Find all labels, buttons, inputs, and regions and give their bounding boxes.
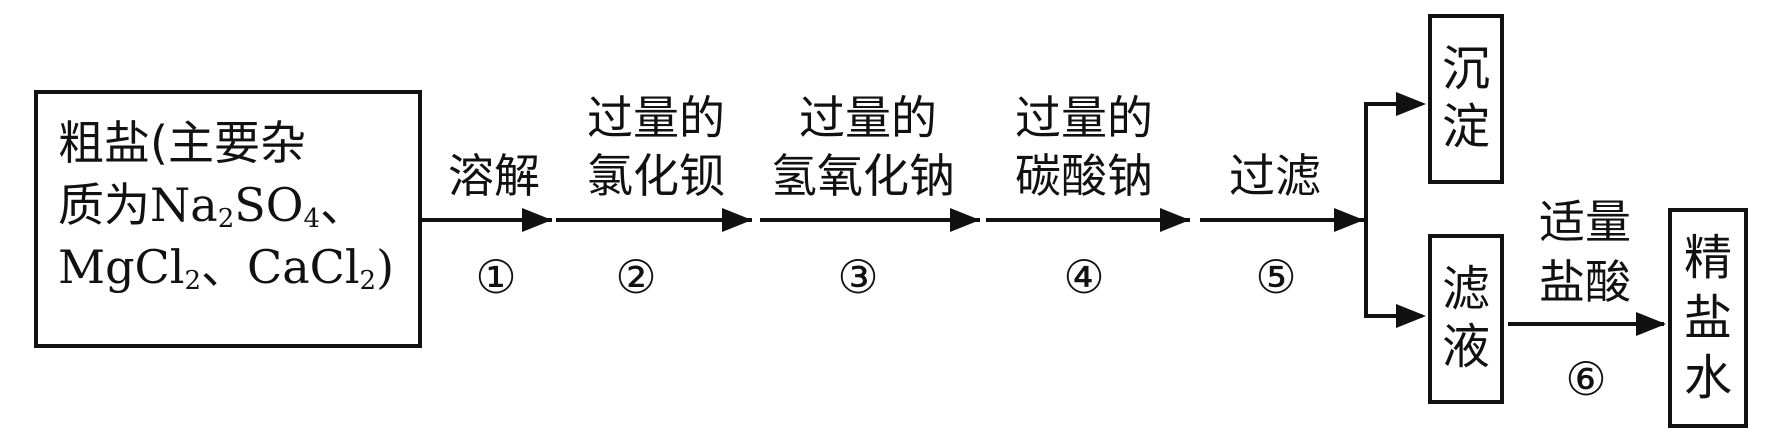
step-6-reagent: 盐酸	[1539, 255, 1631, 309]
precipitate-box	[1428, 14, 1504, 184]
filtrate-text: 滤 液	[1428, 260, 1504, 376]
filtrate-box	[1428, 234, 1504, 404]
filtrate-char-1: 滤	[1441, 261, 1490, 317]
precipitate-char-2: 淀	[1441, 99, 1490, 155]
arrow-head-filtrate	[1396, 304, 1426, 328]
chem-cacl: CaCl	[247, 240, 360, 294]
chem-na-sub: 2	[217, 204, 235, 234]
arrow-head-5	[1334, 208, 1364, 232]
chem-so-sub: 4	[303, 204, 321, 234]
crude-salt-line-1: 粗盐(主要杂	[58, 116, 306, 170]
chem-na: Na	[150, 178, 218, 232]
brine-char-1: 精	[1683, 230, 1732, 286]
crude-salt-line-2: 质为Na2SO4、	[58, 174, 394, 236]
step-3-amount: 过量的	[799, 91, 937, 145]
crude-salt-line-2-prefix: 质为	[58, 178, 150, 232]
precipitate-text: 沉 淀	[1428, 40, 1504, 156]
step-2-reagent: 氯化钡	[587, 149, 725, 203]
step-1-reagent: 溶解	[448, 149, 540, 203]
chem-mgcl-sub: 2	[184, 266, 202, 296]
brine-text: 精 盐 水	[1668, 228, 1748, 408]
arrow-head-4	[1160, 208, 1190, 232]
step-5-operation: 过滤	[1229, 149, 1321, 203]
step-1-number: ①	[475, 250, 517, 304]
arrow-head-6	[1636, 312, 1666, 336]
brine-box	[1668, 208, 1748, 428]
crude-salt-text: 粗盐(主要杂 质为Na2SO4、 MgCl2、CaCl2)	[58, 112, 394, 298]
chem-so: SO	[234, 178, 304, 232]
step-3-reagent: 氢氧化钠	[771, 149, 955, 203]
step-6-number: ⑥	[1565, 352, 1607, 406]
arrow-head-1	[522, 208, 552, 232]
crude-salt-line-3: MgCl2、CaCl2)	[58, 236, 394, 298]
step-3-number: ③	[837, 250, 879, 304]
crude-salt-line-2-sep: 、	[320, 178, 367, 232]
step-2-amount: 过量的	[587, 91, 725, 145]
step-2-number: ②	[615, 250, 657, 304]
filtrate-char-2: 液	[1441, 319, 1490, 375]
arrow-head-2	[722, 208, 752, 232]
crude-salt-line-3-sep: 、	[201, 240, 248, 294]
chem-mgcl: MgCl	[58, 240, 185, 294]
chem-cacl-sub: 2	[359, 266, 377, 296]
crude-salt-box	[34, 90, 422, 348]
step-4-amount: 过量的	[1015, 91, 1153, 145]
step-4-number: ④	[1063, 250, 1105, 304]
arrow-head-3	[950, 208, 980, 232]
step-5-number: ⑤	[1255, 250, 1297, 304]
crude-salt-close-paren: )	[376, 240, 395, 294]
brine-char-3: 水	[1683, 350, 1732, 406]
step-6-amount: 适量	[1539, 195, 1631, 249]
precipitate-char-1: 沉	[1441, 41, 1490, 97]
brine-char-2: 盐	[1683, 290, 1732, 346]
step-4-reagent: 碳酸钠	[1015, 149, 1153, 203]
arrow-head-precipitate	[1396, 92, 1426, 116]
